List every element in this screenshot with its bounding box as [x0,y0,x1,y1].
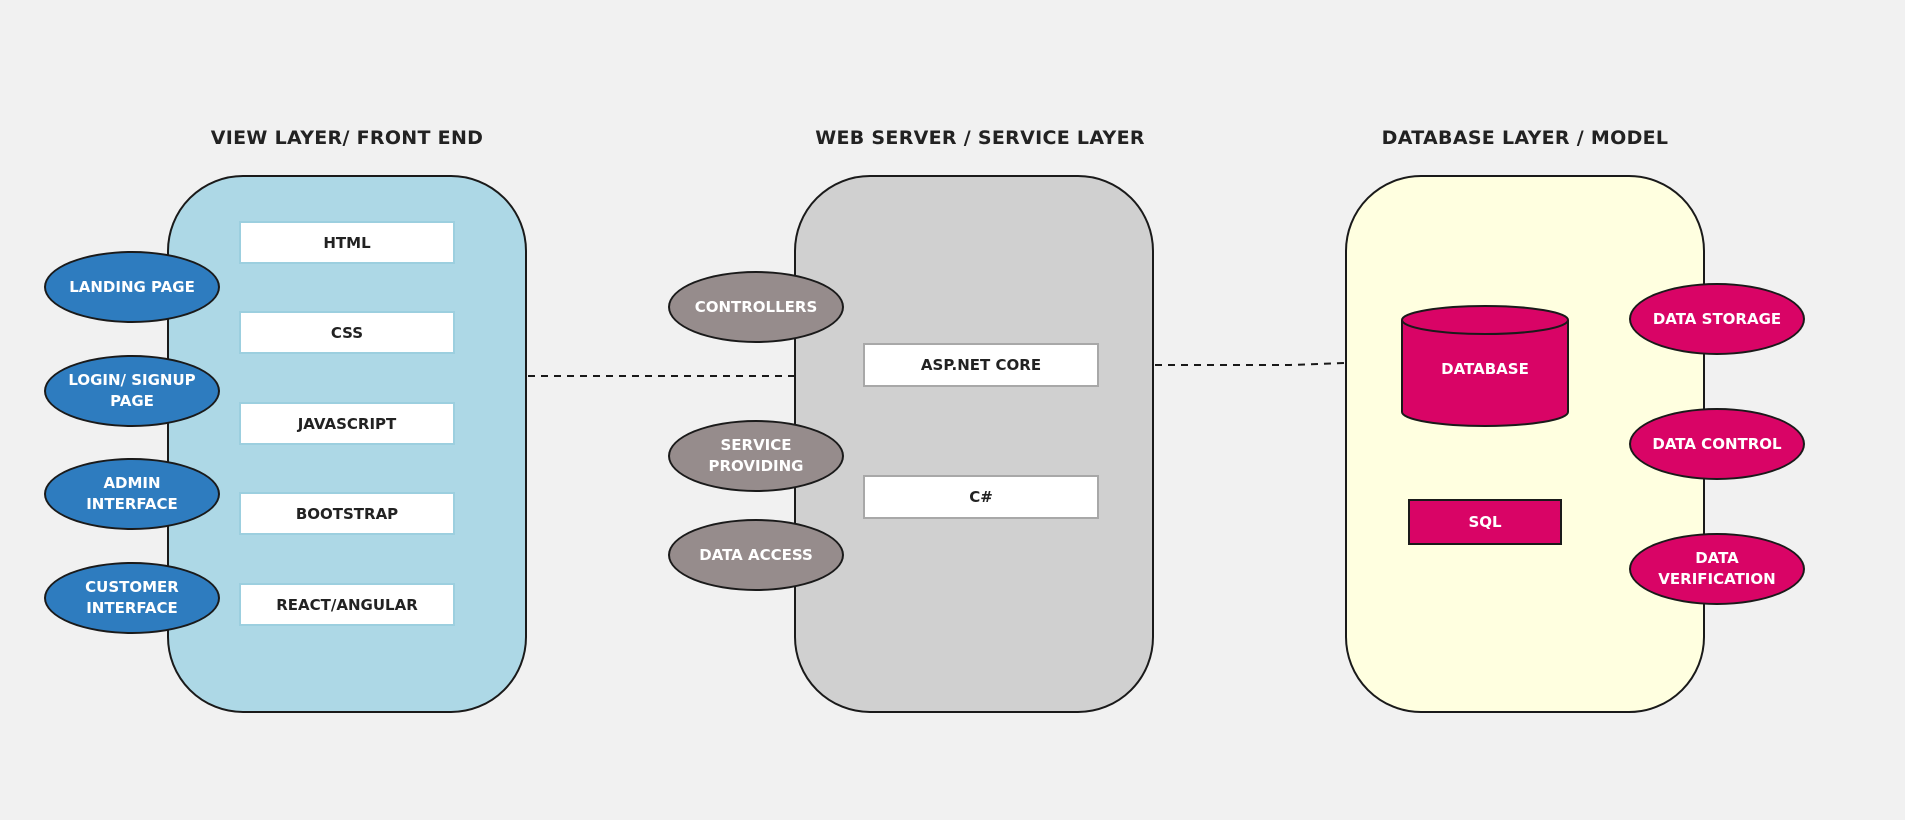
feature-data-verification: DATA VERIFICATION [1629,533,1805,605]
tech-csharp-box: C# [863,475,1099,519]
service-layer-panel [794,175,1154,713]
feature-landing-page: LANDING PAGE [44,251,220,323]
feature-controllers: CONTROLLERS [668,271,844,343]
feature-admin-interface: ADMIN INTERFACE [44,458,220,530]
tech-react-angular-box: REACT/ANGULAR [239,583,455,626]
feature-data-storage: DATA STORAGE [1629,283,1805,355]
feature-login-signup-page: LOGIN/ SIGNUP PAGE [44,355,220,427]
feature-service-providing: SERVICE PROVIDING [668,420,844,492]
feature-customer-interface: CUSTOMER INTERFACE [44,562,220,634]
database-layer-title: DATABASE LAYER / MODEL [1381,127,1669,149]
sql-box: SQL [1408,499,1562,545]
tech-html-box: HTML [239,221,455,264]
database-label: DATABASE [1441,360,1529,378]
tech-css-box: CSS [239,311,455,354]
tech-bootstrap-box: BOOTSTRAP [239,492,455,535]
front-end-title: VIEW LAYER/ FRONT END [210,127,484,149]
feature-data-control: DATA CONTROL [1629,408,1805,480]
feature-data-access: DATA ACCESS [668,519,844,591]
connector-service-to-database [1155,362,1346,366]
tech-javascript-box: JAVASCRIPT [239,402,455,445]
tech-aspnet-core-box: ASP.NET CORE [863,343,1099,387]
database-cylinder-icon [1401,305,1569,427]
service-layer-title: WEB SERVER / SERVICE LAYER [815,127,1145,149]
